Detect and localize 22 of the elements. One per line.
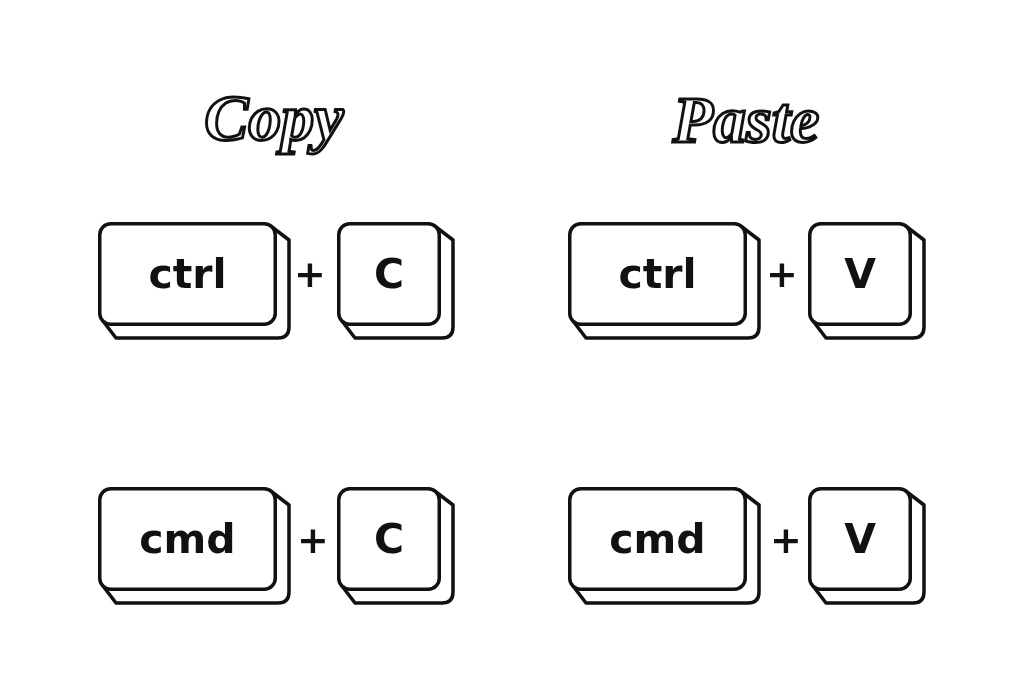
key-label: ctrl	[618, 253, 697, 295]
plus-sign: +	[770, 521, 802, 559]
key	[97, 486, 292, 606]
key-label: V	[844, 518, 876, 560]
key-label: V	[844, 253, 876, 295]
key-label: C	[373, 253, 405, 295]
key	[567, 221, 762, 341]
key	[97, 221, 292, 341]
heading: Copy	[203, 79, 347, 158]
key	[336, 221, 456, 341]
key	[807, 221, 927, 341]
plus-sign: +	[766, 255, 798, 293]
plus-sign: +	[297, 521, 329, 559]
key	[567, 486, 762, 606]
key-label: ctrl	[148, 253, 227, 295]
plus-sign: +	[294, 255, 326, 293]
key-label: cmd	[609, 518, 706, 560]
key	[807, 486, 927, 606]
heading: Paste	[670, 81, 821, 158]
key-label: C	[373, 518, 405, 560]
key	[336, 486, 456, 606]
key-label: cmd	[139, 518, 236, 560]
